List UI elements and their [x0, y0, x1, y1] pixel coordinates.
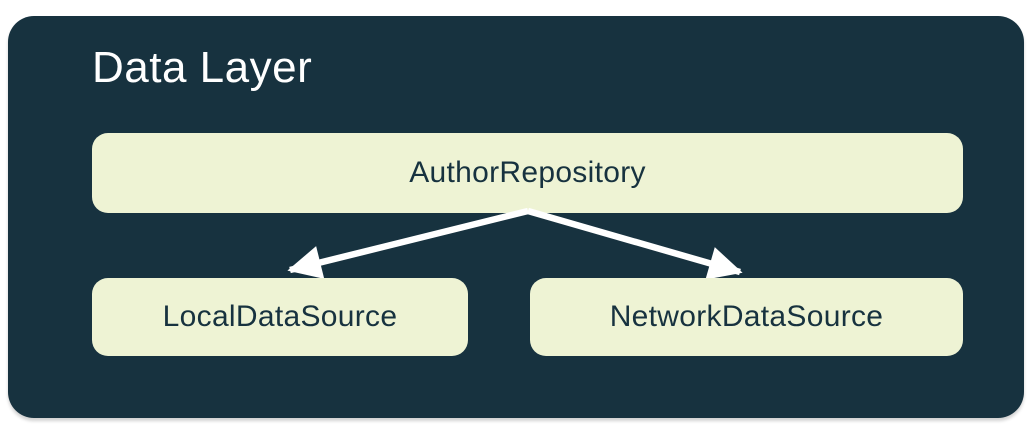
node-network-data-source: NetworkDataSource — [530, 278, 963, 356]
node-author-repository-label: AuthorRepository — [409, 156, 646, 189]
node-local-data-source: LocalDataSource — [92, 278, 468, 356]
node-network-data-source-label: NetworkDataSource — [609, 300, 884, 333]
diagram-title: Data Layer — [92, 43, 313, 92]
node-local-data-source-label: LocalDataSource — [162, 300, 398, 333]
node-author-repository: AuthorRepository — [92, 133, 963, 213]
